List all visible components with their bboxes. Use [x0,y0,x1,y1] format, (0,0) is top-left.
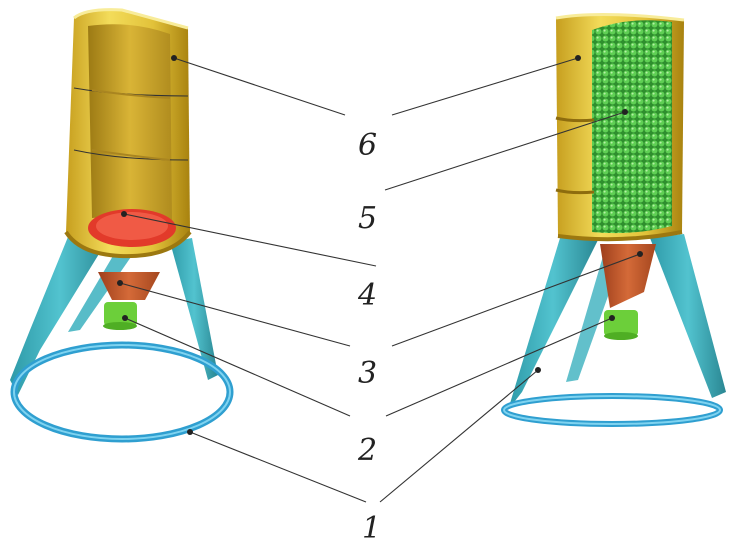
leader-1-right [379,369,539,503]
leader-6-right [391,57,579,116]
leader-1-left [189,431,367,503]
right-stand-leg-left [508,238,598,410]
leader-5 [384,111,626,191]
leader-6-left [173,57,346,116]
callout-2: 2 [357,433,377,468]
callout-1: 1 [362,511,381,546]
right-mesh [592,20,672,234]
left-stand-leg-left [10,232,110,395]
leader-2-right [385,317,613,417]
callout-labels: 6 5 4 3 2 1 [357,128,381,546]
callout-5: 5 [358,201,377,236]
left-barrel-interior [88,24,172,223]
right-cone [600,244,656,308]
callout-3: 3 [358,356,377,391]
right-apparatus [501,12,726,427]
left-stand-leg-right [170,238,218,380]
leader-2-left [124,317,351,417]
left-stand-leg-back [68,244,140,332]
leader-3-left [119,282,351,347]
leader-3-right [391,253,641,347]
left-apparatus [10,8,234,443]
callout-4: 4 [357,278,377,313]
leader-lines [117,55,643,503]
callout-6: 6 [358,128,377,163]
right-stand-leg-right [650,234,726,398]
leader-4 [123,213,377,267]
